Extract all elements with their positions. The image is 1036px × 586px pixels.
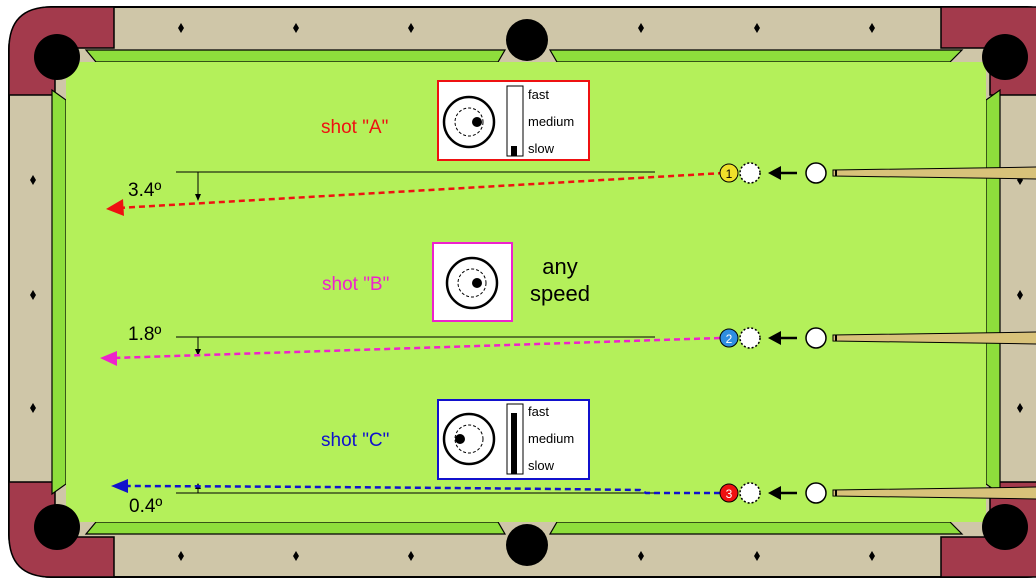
corner-cap-top-left [8, 6, 115, 96]
cue-ball [805, 162, 827, 184]
rail-diamond-bottom [293, 551, 299, 561]
rail-diamond-left [30, 175, 36, 185]
object-ball-3-number: 3 [726, 487, 733, 501]
shot-a-group: 3.4º shot "A" [106, 117, 725, 216]
cushion-right [985, 88, 1001, 496]
pocket-bottom-middle [506, 524, 548, 566]
corner-cap-bottom-left [8, 481, 115, 578]
shot-c-balls: 3 [719, 482, 1036, 504]
cue-stick [832, 486, 1036, 500]
shot-c-spin-box: fast medium slow [437, 399, 590, 480]
cue-ball-inner-ring-icon [454, 424, 484, 454]
ghost-ball [739, 482, 761, 504]
cue-ball [805, 327, 827, 349]
shot-b-balls: 2 [719, 327, 1036, 349]
object-ball-1 [719, 163, 739, 183]
cue-tip-contact-dot-icon [472, 278, 482, 288]
cue-direction-arrowhead-icon [768, 331, 781, 345]
speed-meter-fill [511, 413, 517, 474]
cue-stick [832, 166, 1036, 180]
pocket-bottom-right [982, 504, 1028, 550]
shot-b-group: 1.8º shot "B" [100, 274, 721, 366]
cue-tip-contact-dot-icon [472, 117, 482, 127]
pocket-bottom-left [34, 504, 80, 550]
pocket-top-right [982, 34, 1028, 80]
shot-c-arrowhead [111, 479, 128, 493]
rail-diamond-right [1017, 290, 1023, 300]
shot-b-speed-line1: any [542, 254, 577, 279]
speed-label-medium: medium [528, 431, 574, 446]
shot-b-angle-tick-arrow [195, 349, 201, 356]
cue-ball [805, 482, 827, 504]
rail-diamond-top [178, 23, 184, 33]
shot-c-angle-label: 0.4º [129, 496, 162, 517]
rail-diamond-right [1017, 403, 1023, 413]
shot-b-spin-box: any speed [432, 242, 590, 322]
speed-label-medium: medium [528, 114, 574, 129]
shot-c-path-line [124, 484, 720, 495]
rail-diamond-top [869, 23, 875, 33]
shot-b-arrowhead [100, 351, 117, 366]
rail-diamond-top [293, 23, 299, 33]
rail-diamond-bottom [638, 551, 644, 561]
cushion-left [51, 88, 67, 496]
ghost-ball [739, 327, 761, 349]
cushion-bottom-right [548, 521, 964, 535]
rail-diamond-top [754, 23, 760, 33]
shot-a-spin-box: fast medium slow [437, 80, 590, 161]
shot-c-group: 0.4º shot "C" [111, 430, 720, 517]
shot-b-path-line [112, 336, 721, 360]
speed-meter-frame [506, 85, 524, 157]
shot-c-label: shot "C" [321, 430, 389, 451]
speed-label-slow: slow [528, 141, 555, 156]
cue-stick [832, 331, 1036, 345]
rail-diamond-bottom [869, 551, 875, 561]
rail-diamond-left [30, 290, 36, 300]
shot-a-path-line [117, 171, 725, 210]
speed-meter-fill [511, 146, 517, 156]
shot-a-balls: 1 [719, 162, 1036, 184]
rail-diamond-bottom [754, 551, 760, 561]
ghost-ball [739, 162, 761, 184]
shot-a-angle-tick-arrow [195, 194, 201, 201]
pocket-top-left [34, 34, 80, 80]
cue-tip-contact-dot-icon [455, 434, 465, 444]
object-ball-1-number: 1 [726, 167, 733, 181]
speed-label-fast: fast [528, 87, 549, 102]
shot-b-speed-line2: speed [530, 281, 590, 306]
cue-ball-inner-ring-icon [454, 107, 484, 137]
rail-diamond-top [408, 23, 414, 33]
object-ball-2 [719, 328, 739, 348]
speed-label-fast: fast [528, 404, 549, 419]
cue-ball-outer-ring-icon [442, 95, 496, 149]
pockets [34, 19, 1028, 566]
cue-direction-arrowhead-icon [768, 486, 781, 500]
speed-label-slow: slow [528, 458, 555, 473]
rail-diamond-left [30, 403, 36, 413]
shot-a-angle-label: 3.4º [128, 180, 161, 201]
shot-a-arrowhead [106, 199, 124, 216]
cushion-top-left [84, 49, 507, 63]
object-ball-2-number: 2 [726, 332, 733, 346]
object-ball-3 [719, 483, 739, 503]
shot-b-angle-label: 1.8º [128, 324, 161, 345]
cue-ball-inner-ring-icon [457, 268, 487, 298]
rail-diamond-top [638, 23, 644, 33]
shot-a-label: shot "A" [321, 117, 388, 138]
cushion-top-right [548, 49, 964, 63]
shot-b-label: shot "B" [322, 274, 389, 295]
cue-ball-outer-ring-icon [442, 412, 496, 466]
rail-diamond-bottom [408, 551, 414, 561]
cushion-bottom-left [84, 521, 507, 535]
cue-direction-arrowhead-icon [768, 166, 781, 180]
rail-diamond-bottom [178, 551, 184, 561]
pocket-top-middle [506, 19, 548, 61]
